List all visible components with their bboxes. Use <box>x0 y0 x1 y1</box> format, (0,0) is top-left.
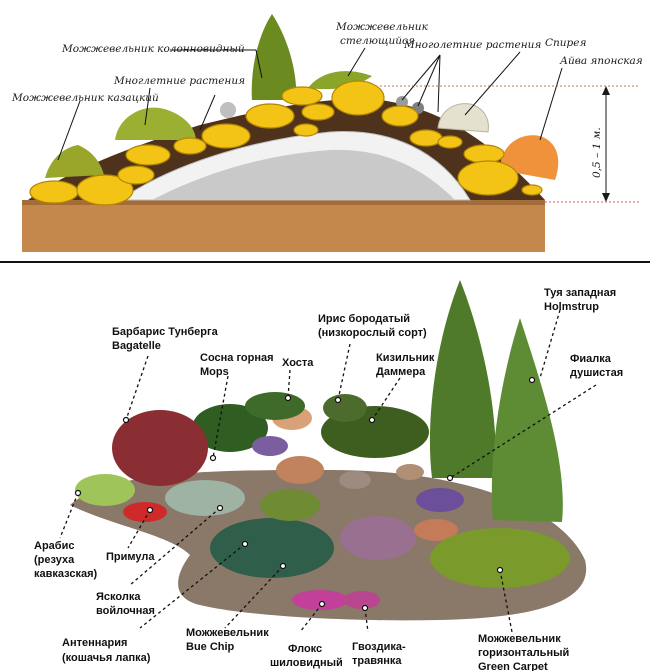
violet <box>416 488 464 512</box>
columnar-juniper <box>251 14 297 100</box>
pine-mops <box>192 404 268 452</box>
label-barberry-1: Барбарис Тунберга <box>112 326 219 338</box>
label-arabis-1: Арабис <box>34 540 74 552</box>
cerastium <box>165 480 245 516</box>
label-antennaria-1: Антеннария <box>62 637 127 649</box>
stones <box>29 80 543 206</box>
label-violet-1: Фиалка <box>570 353 612 365</box>
bottom-leader-lines <box>59 309 597 633</box>
label-arabis-3: кавказская) <box>34 568 97 580</box>
thuja-left <box>429 280 496 478</box>
bottom-rock-garden: Барбарис Тунберга Bagatelle Сосна горная… <box>34 280 623 671</box>
label-juniper-blue-2: Bue Chip <box>186 641 235 653</box>
label-juniper-hz-3: Green Carpet <box>478 661 548 671</box>
label-pine-2: Mops <box>200 366 229 378</box>
label-antennaria-2: (кошачья лапка) <box>62 652 151 664</box>
label-arabis-2: (резуха <box>34 554 75 566</box>
label-violet-2: душистая <box>570 367 623 379</box>
barberry <box>112 410 208 486</box>
juniper-blue-chip <box>210 518 334 578</box>
spiraea-bush <box>437 103 489 133</box>
top-leader-lines <box>57 47 640 203</box>
label-cotoneaster-1: Кизильник <box>376 352 435 364</box>
perennial-dot-1 <box>220 102 236 118</box>
label-perennials-right: Многолетние растения <box>403 39 541 51</box>
perennial-dot-2 <box>396 96 408 108</box>
label-phlox-2: шиловидный <box>270 657 343 669</box>
top-cross-section: Можжевельник казацкий Многлетние растени… <box>11 14 643 252</box>
leader-dots <box>74 376 536 612</box>
label-perennials-left: Многлетние растения <box>113 75 245 87</box>
label-spiraea: Спирея <box>545 37 586 49</box>
label-dianthus-2: травянка <box>352 655 402 667</box>
label-juniper-columnar: Можжевельник колонновидный <box>61 43 245 55</box>
primula <box>123 502 167 522</box>
label-primula: Примула <box>106 551 155 563</box>
thuja-right <box>491 318 563 522</box>
label-cerastium-1: Ясколка <box>96 591 141 603</box>
creeping-juniper <box>308 71 372 90</box>
label-juniper-creeping-2: стелющийся <box>340 35 415 47</box>
label-height-marker: 0,5 – 1 м. <box>591 127 603 178</box>
label-iris-2: (низкорослый сорт) <box>318 327 427 339</box>
label-cerastium-2: войлочная <box>96 605 155 617</box>
label-phlox-1: Флокс <box>288 643 322 655</box>
iris <box>323 394 367 422</box>
cossack-juniper <box>45 145 104 178</box>
label-cotoneaster-2: Даммера <box>376 366 426 378</box>
label-thuja-1: Туя западная <box>544 287 616 299</box>
label-pine-1: Сосна горная <box>200 352 274 364</box>
label-iris-1: Ирис бородатый <box>318 313 410 325</box>
label-juniper-cossack: Можжевельник казацкий <box>11 92 159 104</box>
label-barberry-2: Bagatelle <box>112 340 161 352</box>
label-quince: Айва японская <box>559 55 643 67</box>
label-juniper-hz-1: Можжевельник <box>478 633 561 645</box>
shrub-left <box>115 107 196 140</box>
label-thuja-2: Holmstrup <box>544 301 599 313</box>
arabis <box>75 474 135 506</box>
dianthus <box>344 591 380 609</box>
soil-layer <box>22 200 545 252</box>
quince-bush <box>500 135 559 180</box>
hosta <box>245 392 305 420</box>
label-hosta: Хоста <box>282 357 314 369</box>
phlox <box>292 590 348 610</box>
gravel-core <box>152 149 455 200</box>
juniper-green-carpet <box>430 528 570 588</box>
label-juniper-hz-2: горизонтальный <box>478 647 569 659</box>
heath-mound <box>340 516 416 560</box>
label-dianthus-1: Гвоздика- <box>352 641 406 653</box>
label-juniper-blue-1: Можжевельник <box>186 627 269 639</box>
label-juniper-creeping-1: Можжевельник <box>335 21 429 33</box>
